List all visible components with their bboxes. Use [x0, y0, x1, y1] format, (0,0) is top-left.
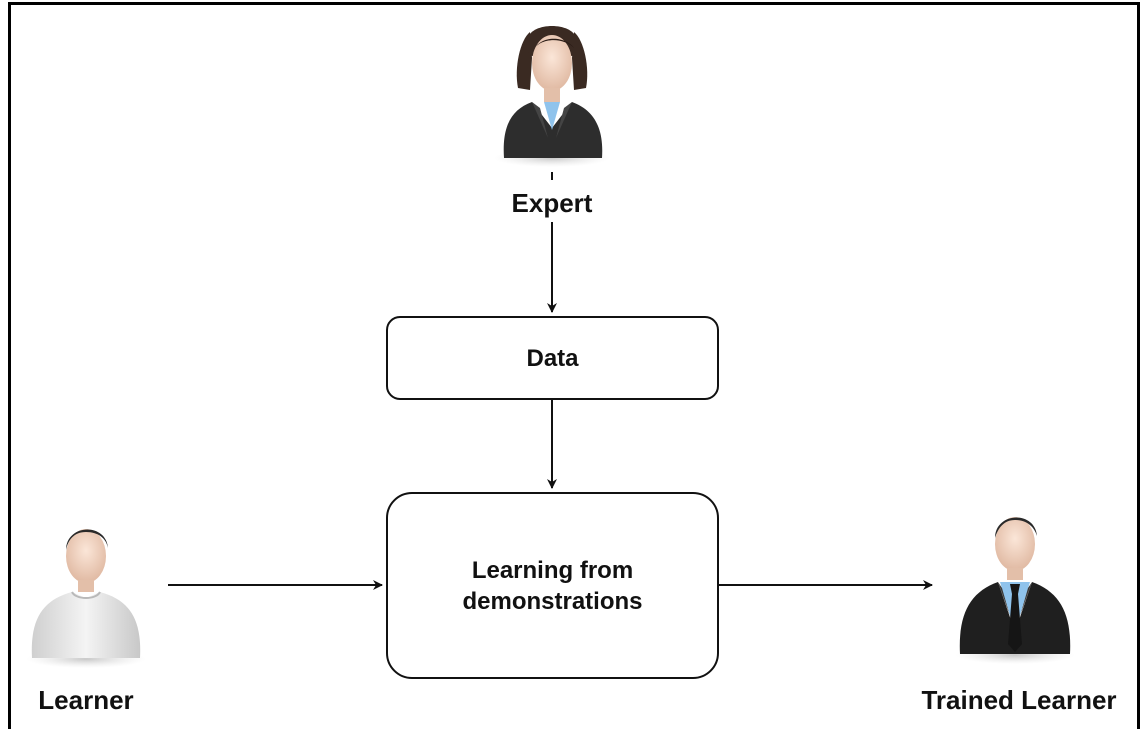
learner-label: Learner	[38, 685, 134, 715]
expert-label: Expert	[511, 188, 593, 218]
learning-from-demonstrations-label: Learning from demonstrations	[462, 556, 643, 615]
learning-from-demonstrations-box: Learning from demonstrations	[386, 492, 719, 679]
data-box-label: Data	[526, 344, 579, 372]
frame-border-top	[8, 2, 1140, 5]
data-box: Data	[386, 316, 719, 400]
frame-border-left	[8, 2, 11, 729]
casual-man-avatar-icon	[22, 514, 150, 670]
frame-border-right	[1137, 2, 1140, 729]
businesswoman-avatar-icon	[492, 18, 614, 168]
businessman-avatar-icon	[952, 504, 1078, 666]
trained-learner-label: Trained Learner	[921, 685, 1117, 715]
